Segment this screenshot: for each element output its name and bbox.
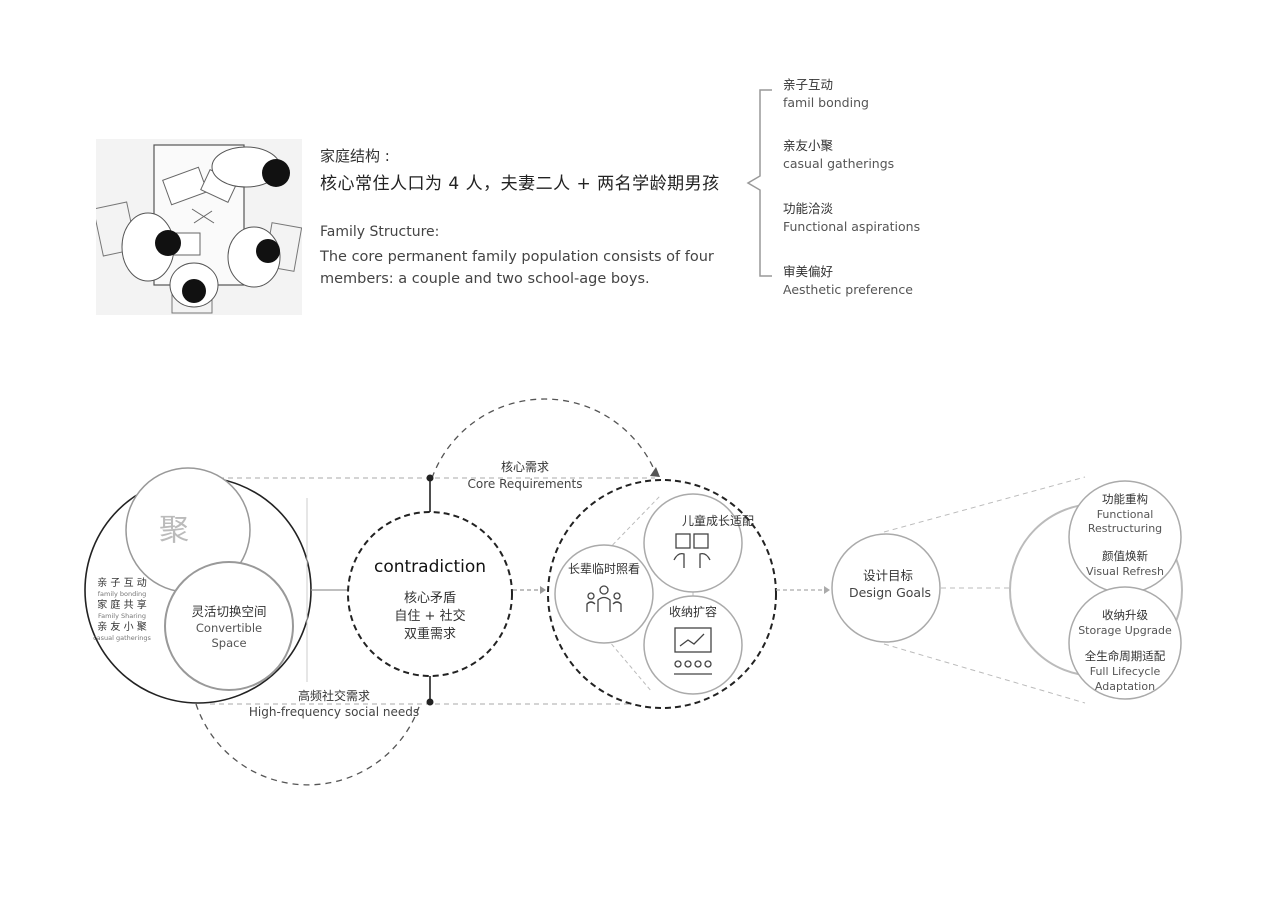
design-goals-circle: [831, 533, 941, 643]
side-list-zh: 家 庭 共 享: [97, 598, 147, 611]
social-needs-en: High-frequency social needs: [249, 705, 419, 719]
side-list-en: casual gatherings: [93, 634, 151, 642]
requirement-item: 亲友小聚 casual gatherings: [783, 137, 894, 173]
top-link-dot: [426, 474, 434, 482]
goal-function-en-2: Restructuring: [1088, 522, 1162, 535]
side-list-en: Family Sharing: [98, 612, 146, 620]
goals-lower-circle: [1068, 586, 1182, 700]
goal-storage-en: Storage Upgrade: [1078, 624, 1172, 637]
contradiction-en: contradiction: [374, 557, 486, 577]
convertible-en-1: Convertible: [196, 621, 262, 635]
convertible-en-2: Space: [211, 636, 246, 650]
social-needs-arc: [195, 703, 421, 786]
requirement-zh: 亲友小聚: [783, 138, 834, 153]
requirement-zh: 功能洽淡: [783, 201, 834, 216]
convertible-zh: 灵活切换空间: [191, 604, 266, 619]
design-goals-en: Design Goals: [849, 585, 931, 600]
requirement-en: Aesthetic preference: [783, 282, 913, 297]
connector-right-arrow: [824, 586, 830, 594]
design-goals-zh: 设计目标: [863, 568, 913, 583]
puzzle-hands-icon: [673, 533, 711, 568]
core-requirements-en: Core Requirements: [467, 477, 582, 491]
contradiction-zh-3: 双重需求: [404, 626, 456, 642]
requirement-item: 亲子互动 famil bonding: [783, 76, 869, 112]
connector-mid-arrow: [540, 586, 546, 594]
family-illustration: [96, 139, 302, 315]
child-growth-circle: [643, 493, 743, 593]
contradiction-circle: [347, 511, 513, 677]
goal-function-en-1: Functional: [1097, 508, 1154, 521]
left-side-list: 亲 子 互 动 family bonding 家 庭 共 享 Family Sh…: [93, 576, 151, 642]
presentation-chart-icon: [674, 627, 712, 675]
goal-lifecycle-zh: 全生命周期适配: [1085, 649, 1166, 663]
group-people-icon: [586, 585, 622, 612]
side-list-en: family bonding: [98, 590, 147, 598]
goal-storage-zh: 收纳升级: [1102, 608, 1148, 622]
goal-visual-zh: 颜值焕新: [1102, 549, 1148, 563]
goal-visual-en: Visual Refresh: [1086, 565, 1164, 578]
elder-care-label: 长辈临时照看: [568, 562, 640, 576]
social-needs-zh: 高频社交需求: [298, 688, 370, 703]
contradiction-zh-2: 自住 + 社交: [394, 608, 465, 624]
bottom-link-dot: [426, 698, 434, 706]
gather-char: 聚: [159, 513, 189, 548]
person-1-head: [262, 159, 290, 187]
side-list-zh: 亲 子 互 动: [97, 576, 147, 589]
goal-lifecycle-en-2: Adaptation: [1095, 680, 1155, 693]
requirement-en: Functional aspirations: [783, 219, 921, 234]
requirement-en: casual gatherings: [783, 156, 895, 171]
child-growth-label: 儿童成长适配: [682, 513, 754, 528]
requirement-item: 功能洽淡 Functional aspirations: [783, 200, 920, 236]
family-structure-en-label: Family Structure:: [320, 224, 440, 240]
requirement-zh: 亲子互动: [783, 77, 834, 92]
family-structure-en-text: The core permanent family population con…: [320, 249, 714, 287]
person-2-head: [155, 230, 181, 256]
core-requirements-zh: 核心需求: [501, 460, 549, 474]
convertible-circle: [164, 561, 294, 691]
requirement-item: 审美偏好 Aesthetic preference: [783, 263, 913, 299]
family-top-view-image: [96, 139, 302, 315]
requirement-zh: 审美偏好: [783, 264, 834, 279]
family-structure-zh-text: 核心常住人口为 4 人，夫妻二人 + 两名学龄期男孩: [320, 174, 720, 194]
goal-function-zh: 功能重构: [1102, 492, 1148, 506]
family-structure-zh-label: 家庭结构 :: [320, 147, 390, 165]
storage-expand-circle: [643, 595, 743, 695]
side-list-zh: 亲 友 小 聚: [97, 620, 147, 633]
person-4-head: [182, 279, 206, 303]
contradiction-zh-1: 核心矛盾: [404, 591, 456, 606]
core-requirements-arc: [431, 398, 657, 479]
arc-arrowhead: [650, 467, 660, 477]
requirement-en: famil bonding: [783, 95, 869, 110]
storage-expand-label: 收纳扩容: [669, 604, 717, 619]
zoom-line: [883, 643, 1086, 704]
goal-lifecycle-en-1: Full Lifecycle: [1090, 665, 1161, 678]
zoom-line: [883, 476, 1086, 533]
person-3-head: [256, 239, 280, 263]
requirements-bracket: [746, 89, 772, 277]
